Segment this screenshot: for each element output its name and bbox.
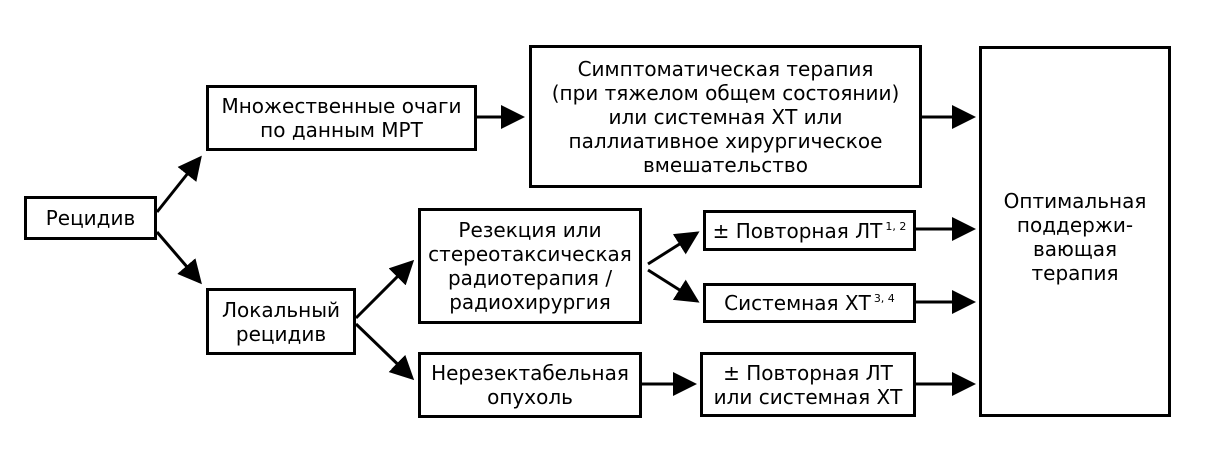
- text-line: радиохирургия: [449, 290, 611, 314]
- text-line: Оптимальная: [1003, 189, 1147, 213]
- text-line: поддержи-: [1016, 213, 1134, 237]
- text-line: вающая: [1032, 237, 1117, 261]
- text-line: паллиативное хирургическое: [568, 128, 883, 153]
- text-line: терапия: [1031, 261, 1119, 285]
- text-line: (при тяжелом общем состоянии): [551, 80, 900, 105]
- text-line: по данным МРТ: [260, 118, 423, 142]
- arrow-recurrence-to-local: [155, 231, 202, 285]
- arrow-local-to-unresectable: [354, 322, 415, 381]
- text-line: или системная ХТ или: [608, 104, 843, 129]
- systemic-ct-text: Системная ХТ: [724, 291, 871, 315]
- text-line: вмешательство: [643, 152, 808, 177]
- text-line: стереотаксическая: [428, 242, 632, 266]
- systemic-ct-refs: 3, 4: [873, 292, 895, 306]
- arrow-recurrence-to-multiple: [155, 155, 202, 213]
- repeat-rt-refs: 1, 2: [885, 219, 907, 233]
- text-line: опухоль: [487, 385, 573, 409]
- text-line: Локальный: [221, 297, 341, 322]
- text-line: Симптоматическая терапия: [577, 56, 874, 81]
- node-symptomatic-therapy: Симптоматическая терапия(при тяжелом общ…: [529, 45, 922, 188]
- repeat-rt-text: ± Повторная ЛТ: [712, 218, 883, 243]
- text-line: Множественные очаги: [221, 94, 462, 118]
- arrow-resection-to-systemic: [647, 268, 700, 303]
- arrow-local-to-resection: [354, 259, 415, 320]
- text-line: радиотерапия /: [447, 266, 613, 290]
- text-line: ± Повторная ЛТ: [723, 360, 893, 385]
- node-recurrence-text: Рецидив: [46, 206, 136, 230]
- text-line: рецидив: [235, 321, 327, 346]
- node-symptomatic-therapy-text: Симптоматическая терапия(при тяжелом общ…: [552, 57, 900, 177]
- text-line: Резекция или: [458, 218, 602, 242]
- arrow-resection-to-repeat-rt: [647, 231, 700, 266]
- text-line: или системная ХТ: [713, 384, 903, 409]
- text-line: Рецидив: [45, 206, 136, 230]
- text-line: Нерезектабельная: [431, 361, 629, 385]
- node-recurrence: Рецидив: [24, 196, 157, 240]
